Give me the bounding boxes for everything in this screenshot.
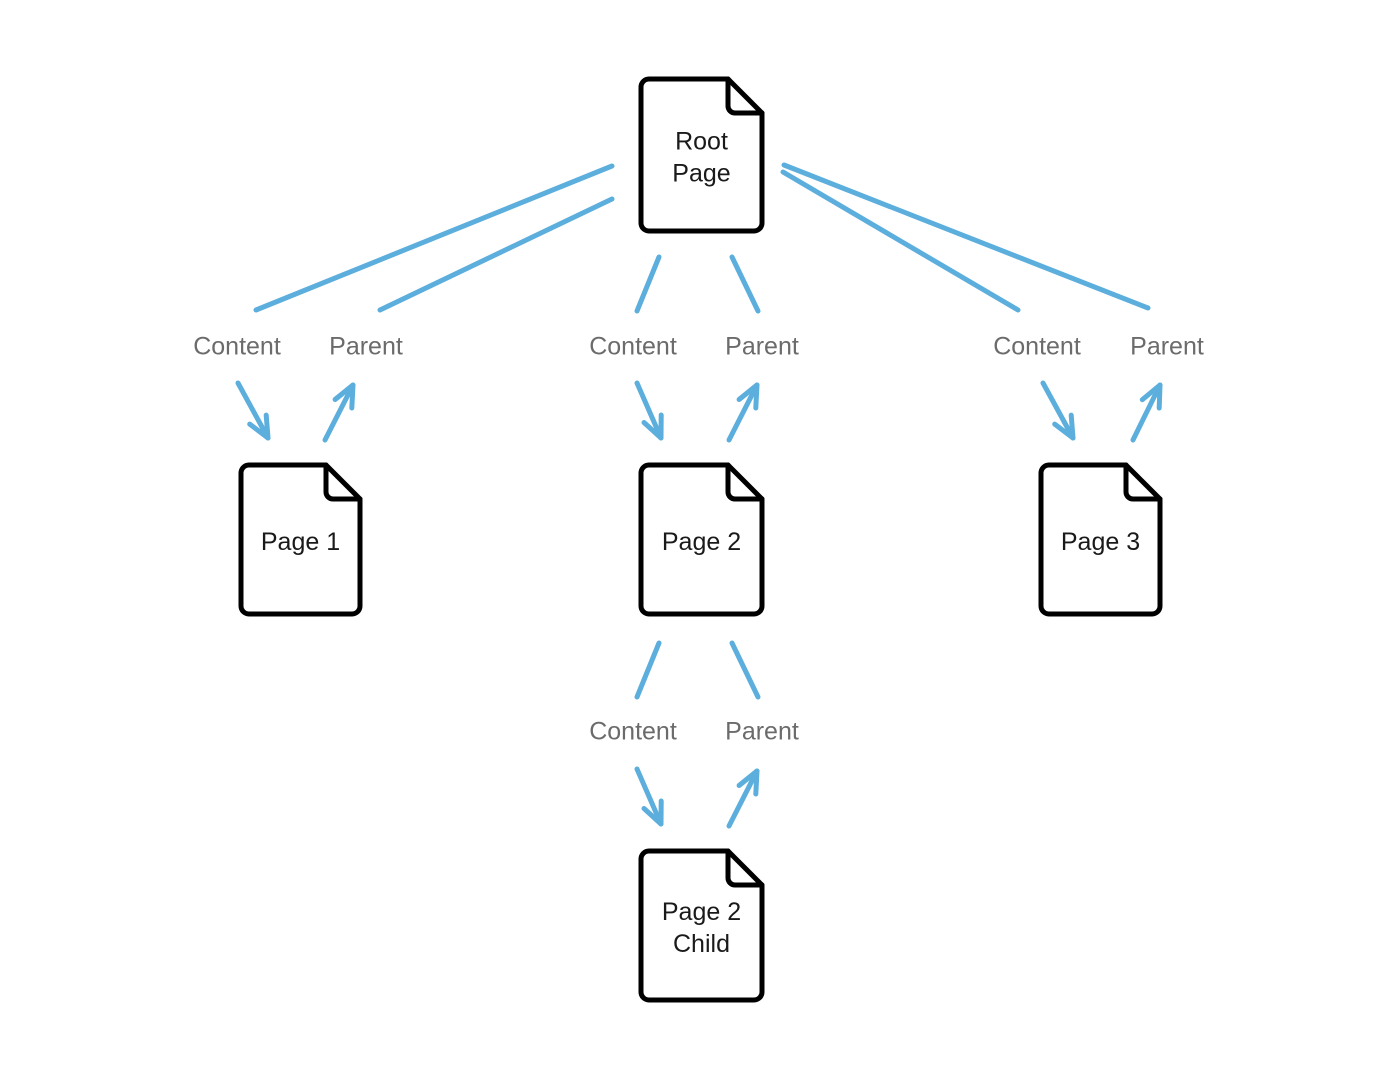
node-label: Page (672, 160, 730, 188)
node-page3[interactable]: Page 3 (1038, 462, 1163, 617)
edge-segment-tail (780, 169, 1021, 313)
page-fold-corner-icon (1123, 462, 1163, 502)
edge-root-content-page3 (780, 169, 1076, 441)
edge-page2-content-child (634, 640, 664, 827)
edge-segment-head (1130, 382, 1163, 443)
edge-page3-parent-root (781, 162, 1163, 443)
edge-segment-tail (729, 254, 761, 314)
node-label: Page 2 (662, 528, 741, 556)
page-fold-corner-icon (725, 76, 765, 116)
edge-label-parent: Parent (725, 718, 799, 746)
arrowhead-icon (332, 382, 356, 411)
document-page-icon (638, 848, 765, 1003)
edge-page2-parent-root (726, 254, 761, 443)
node-label: Root (675, 128, 728, 156)
document-page-icon (238, 462, 363, 617)
node-label: Page 2 (662, 898, 741, 926)
arrowhead-icon (247, 412, 271, 441)
arrowhead-icon (641, 412, 664, 441)
edge-root-content-page2 (634, 254, 664, 441)
edge-segment-tail (781, 162, 1151, 311)
edge-segment-head (1040, 380, 1076, 441)
edge-segment-head (322, 382, 356, 443)
arrowhead-icon (1052, 412, 1076, 441)
edge-segment-tail (377, 196, 615, 313)
edges-layer (235, 162, 1163, 829)
edge-segment-tail (729, 640, 761, 700)
edge-label-content: Content (589, 333, 677, 361)
document-page-icon (638, 462, 765, 617)
edge-segment-head (634, 380, 664, 441)
page-fold-corner-icon (725, 462, 765, 502)
node-label: Child (673, 930, 730, 958)
edge-child-parent-page2 (726, 640, 761, 829)
edge-label-parent: Parent (329, 333, 403, 361)
node-page1[interactable]: Page 1 (238, 462, 363, 617)
edge-segment-head (634, 766, 664, 827)
edge-segment-tail (253, 163, 615, 313)
node-label: Page 3 (1061, 528, 1140, 556)
edge-root-content-page1 (235, 163, 615, 441)
page-fold-corner-icon (323, 462, 363, 502)
edge-label-content: Content (993, 333, 1081, 361)
edge-page1-parent-root (322, 196, 615, 443)
document-page-icon (638, 76, 765, 234)
arrowhead-icon (736, 382, 760, 411)
document-page-icon (1038, 462, 1163, 617)
edge-segment-tail (634, 640, 662, 700)
edge-segment-head (726, 382, 760, 443)
edge-segment-tail (634, 254, 662, 314)
page-fold-corner-icon (725, 848, 765, 888)
edge-label-parent: Parent (725, 333, 799, 361)
edge-segment-head (726, 768, 760, 829)
node-page2[interactable]: Page 2 (638, 462, 765, 617)
arrowhead-icon (736, 768, 760, 797)
arrowhead-icon (641, 798, 664, 827)
edge-segment-head (235, 380, 271, 441)
edge-label-parent: Parent (1130, 333, 1204, 361)
node-child[interactable]: Page 2 Child (638, 848, 765, 1003)
edge-label-content: Content (193, 333, 281, 361)
node-label: Page 1 (261, 528, 340, 556)
edge-label-content: Content (589, 718, 677, 746)
arrowhead-icon (1139, 382, 1163, 411)
